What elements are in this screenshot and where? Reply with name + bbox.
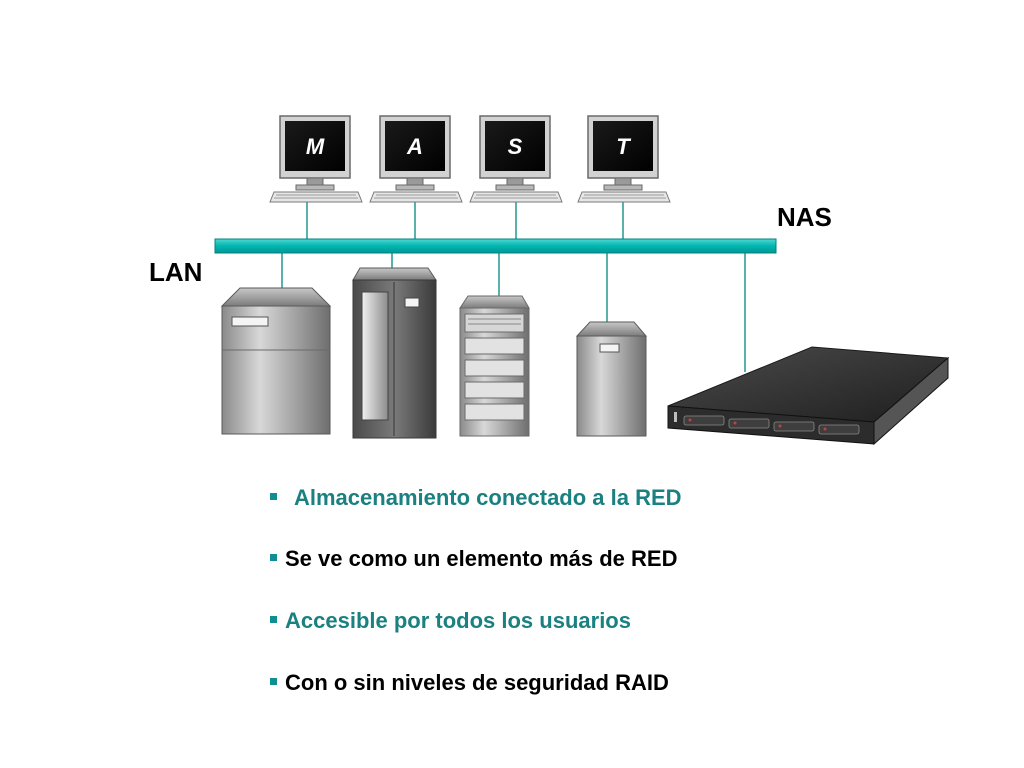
nas-network-diagram: M A S T	[214, 115, 950, 446]
bullet-item-4: Con o sin niveles de seguridad RAID	[270, 670, 669, 696]
server-tall-tower-icon	[352, 267, 437, 439]
bullet-item-3: Accesible por todos los usuarios	[270, 608, 631, 634]
workstation-a: A	[369, 115, 463, 203]
bullet-item-2: Se ve como un elemento más de RED	[270, 546, 677, 572]
bullet-item-2-text: Se ve como un elemento más de RED	[285, 546, 678, 571]
bullet-square-icon	[270, 677, 277, 685]
nas-label: NAS	[777, 202, 832, 232]
workstation-s: S	[469, 115, 563, 203]
bullet-item-1-text: Almacenamiento conectado a la RED	[294, 485, 682, 510]
bullet-item-4-text: Con o sin niveles de seguridad RAID	[285, 670, 669, 695]
nas-rack-unit-icon	[667, 346, 950, 446]
bullet-item-1: Almacenamiento conectado a la RED	[270, 485, 682, 511]
workstation-m-letter: M	[306, 134, 325, 159]
workstation-connectors	[306, 198, 624, 240]
server-connectors	[281, 252, 746, 372]
lan-label: LAN	[149, 257, 203, 287]
server-small-tower-icon	[575, 321, 648, 437]
bullet-square-icon	[270, 492, 277, 500]
bullet-square-icon	[270, 553, 277, 561]
lan-bus	[214, 238, 777, 254]
server-wide-tower-icon	[220, 287, 332, 435]
workstation-s-letter: S	[508, 134, 523, 159]
workstation-t-letter: T	[616, 134, 631, 159]
workstation-a-letter: A	[406, 134, 423, 159]
bullet-item-3-text: Accesible por todos los usuarios	[285, 608, 631, 633]
workstation-m: M	[269, 115, 363, 203]
workstation-t: T	[577, 115, 671, 203]
server-drive-bay-tower-icon	[459, 295, 530, 437]
bullet-square-icon	[270, 615, 277, 623]
